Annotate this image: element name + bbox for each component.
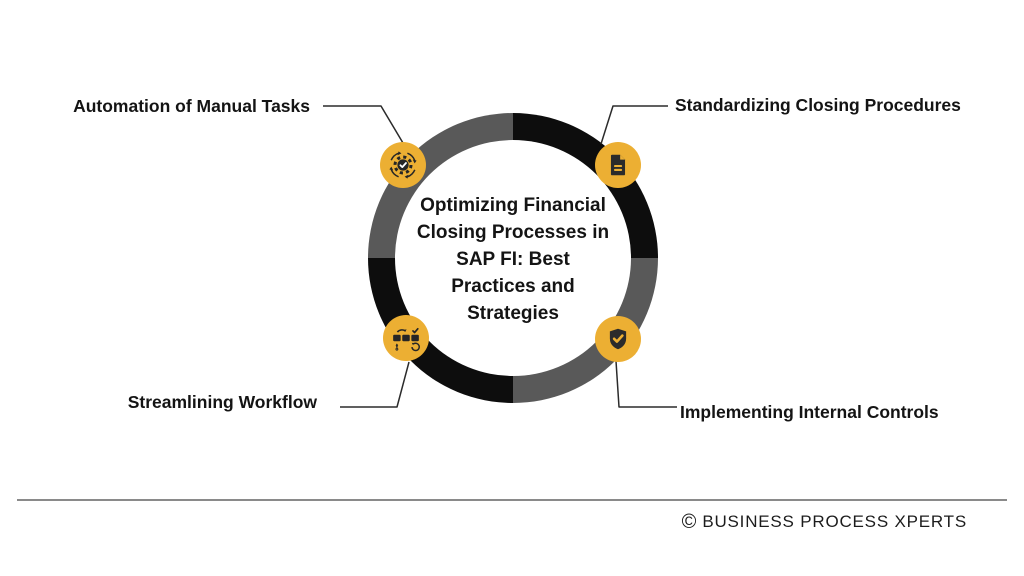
badge-automation (380, 142, 426, 188)
badge-standardizing (595, 142, 641, 188)
connector-top-right (600, 105, 668, 145)
workflow-icon (393, 327, 421, 352)
title-line: Closing Processes in (416, 222, 610, 243)
title-line: Strategies (467, 303, 559, 324)
footer-brand: © BUSINESS PROCESS XPERTS (682, 512, 967, 532)
label-automation: Automation of Manual Tasks (73, 96, 310, 116)
footer-divider (17, 499, 1007, 501)
connector-bottom-right (615, 360, 677, 408)
label-controls: Implementing Internal Controls (680, 402, 939, 422)
diagram-title: Optimizing Financial Closing Processes i… (393, 192, 633, 327)
shield-check-icon (609, 328, 627, 350)
connector-top-left (323, 105, 404, 144)
title-line: Practices and (451, 276, 575, 297)
badge-controls (595, 316, 641, 362)
ring-inner-disc (395, 140, 631, 376)
label-workflow: Streamlining Workflow (127, 392, 317, 412)
copyright-icon: © (681, 511, 697, 533)
document-icon (610, 154, 626, 176)
title-line: SAP FI: Best (456, 249, 570, 270)
label-standardizing: Standardizing Closing Procedures (675, 95, 961, 115)
brand-name: BUSINESS PROCESS XPERTS (702, 512, 967, 531)
badge-workflow (383, 315, 429, 361)
connector-bottom-left (340, 361, 410, 408)
title-line: Optimizing Financial (420, 195, 606, 216)
automation-gear-icon (389, 151, 417, 179)
